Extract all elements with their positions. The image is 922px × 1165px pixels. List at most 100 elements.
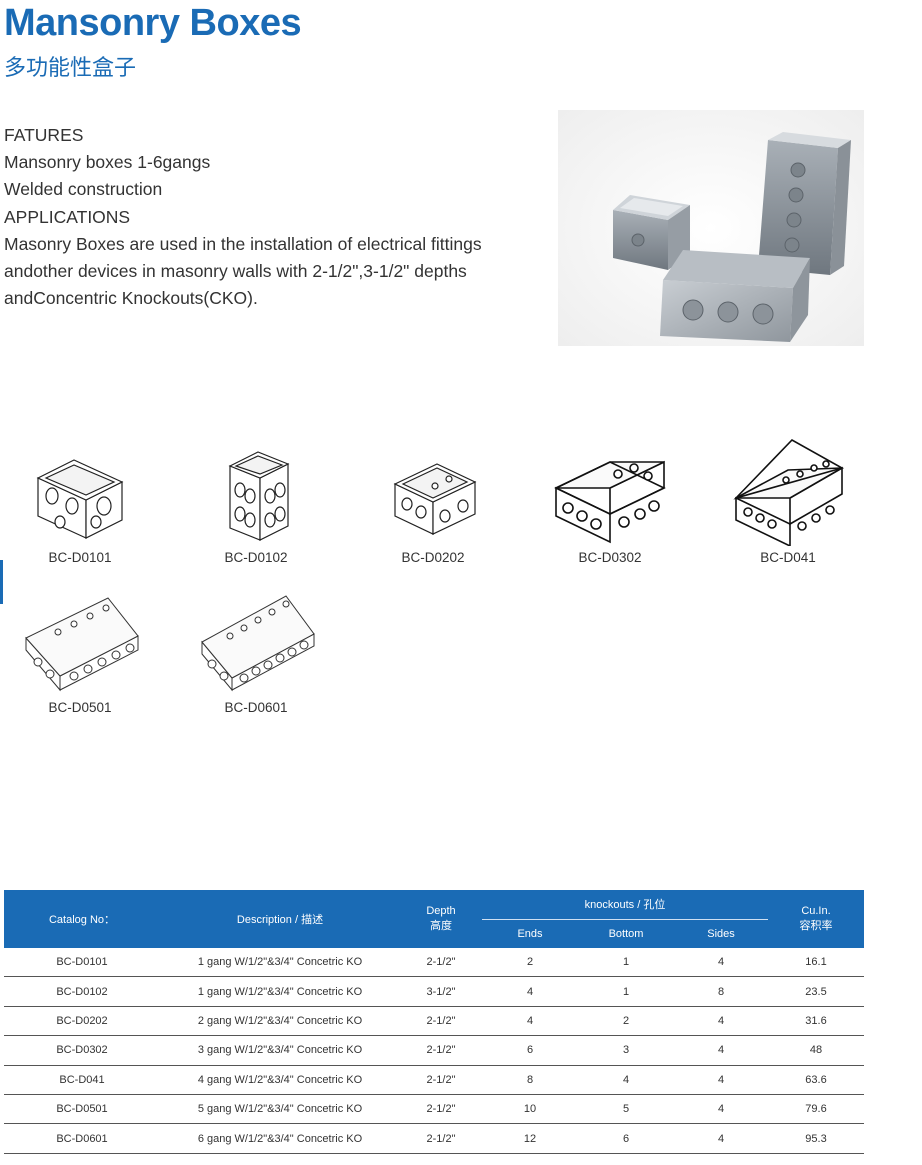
cell-sides: 4 xyxy=(674,1123,768,1154)
box-1-gang-deep-drawing xyxy=(228,451,290,541)
cell-catalog: BC-D0101 xyxy=(4,948,160,978)
cell-description: 3 gang W/1/2"&3/4" Concetric KO xyxy=(160,1035,400,1066)
cell-description: 5 gang W/1/2"&3/4" Concetric KO xyxy=(160,1094,400,1125)
cell-depth: 2-1/2" xyxy=(400,1006,482,1037)
box-6-gang-drawing xyxy=(201,595,315,692)
cell-description: 1 gang W/1/2"&3/4" Concetric KO xyxy=(160,948,400,978)
masonry-boxes-photo xyxy=(558,110,864,346)
cell-depth: 2-1/2" xyxy=(400,1065,482,1095)
cell-ends: 8 xyxy=(482,1065,578,1095)
product-bc-d0101: BC-D0101 xyxy=(10,438,150,565)
cell-cuin: 48 xyxy=(768,1035,864,1066)
product-label: BC-D041 xyxy=(760,550,816,565)
cell-cuin: 95.3 xyxy=(768,1123,864,1154)
box-2-gang-drawing xyxy=(393,463,477,535)
product-bc-d0302: BC-D0302 xyxy=(540,438,680,565)
feature-line: Welded construction xyxy=(4,179,163,200)
col-header-depth: Depth 高度 xyxy=(400,890,482,948)
product-label: BC-D0302 xyxy=(578,550,642,565)
cell-catalog: BC-D0601 xyxy=(4,1123,160,1154)
box-1-gang-drawing xyxy=(36,459,124,539)
box-3-gang-drawing xyxy=(554,460,666,544)
col-header-bottom: Bottom xyxy=(578,919,674,948)
application-line: andConcentric Knockouts(CKO). xyxy=(4,288,258,309)
product-bc-d0202: BC-D0202 xyxy=(363,438,503,565)
page-edge-marker xyxy=(0,560,3,604)
features-heading: FATURES xyxy=(4,125,84,145)
cell-depth: 2-1/2" xyxy=(400,1123,482,1154)
spec-table: Catalog No： Description / 描述 Depth 高度 kn… xyxy=(4,890,864,1154)
cell-sides: 4 xyxy=(674,1094,768,1125)
cuin-label: Cu.In. xyxy=(801,905,831,917)
cell-depth: 2-1/2" xyxy=(400,1094,482,1125)
box-5-gang-drawing xyxy=(25,597,139,692)
cell-description: 2 gang W/1/2"&3/4" Concetric KO xyxy=(160,1006,400,1037)
product-label: BC-D0501 xyxy=(48,700,112,715)
product-label: BC-D0101 xyxy=(48,550,112,565)
application-line: andother devices in masonry walls with 2… xyxy=(4,261,467,282)
depth-label-cn: 高度 xyxy=(430,920,452,932)
cell-cuin: 16.1 xyxy=(768,948,864,978)
cell-bottom: 6 xyxy=(578,1123,674,1154)
cell-ends: 4 xyxy=(482,976,578,1007)
col-header-description: Description / 描述 xyxy=(160,890,400,948)
product-bc-d0601: BC-D0601 xyxy=(186,592,326,715)
applications-heading: APPLICATIONS xyxy=(4,206,131,227)
cell-catalog: BC-D0501 xyxy=(4,1094,160,1125)
features-block: FATURES Mansonry boxes 1-6gangs Welded c… xyxy=(4,122,544,312)
application-line: Masonry Boxes are used in the installati… xyxy=(4,233,482,254)
product-bc-d0102: BC-D0102 xyxy=(186,438,326,565)
product-label: BC-D0601 xyxy=(224,700,288,715)
cell-ends: 10 xyxy=(482,1094,578,1125)
product-bc-d041: BC-D041 xyxy=(718,438,858,565)
col-header-sides: Sides xyxy=(674,919,768,948)
cell-depth: 3-1/2" xyxy=(400,976,482,1007)
cell-depth: 2-1/2" xyxy=(400,1035,482,1066)
page-title: Mansonry Boxes xyxy=(4,2,302,44)
col-header-catalog: Catalog No： xyxy=(4,890,160,948)
cell-bottom: 1 xyxy=(578,976,674,1007)
cell-catalog: BC-D0302 xyxy=(4,1035,160,1066)
cell-description: 4 gang W/1/2"&3/4" Concetric KO xyxy=(160,1065,400,1095)
cell-cuin: 31.6 xyxy=(768,1006,864,1037)
cell-ends: 4 xyxy=(482,1006,578,1037)
cell-bottom: 2 xyxy=(578,1006,674,1037)
col-header-ends: Ends xyxy=(482,919,578,948)
cell-description: 6 gang W/1/2"&3/4" Concetric KO xyxy=(160,1123,400,1154)
cell-sides: 4 xyxy=(674,1006,768,1037)
cuin-label-cn: 容积率 xyxy=(799,920,833,932)
cell-ends: 2 xyxy=(482,948,578,978)
cell-sides: 4 xyxy=(674,1035,768,1066)
cell-bottom: 4 xyxy=(578,1065,674,1095)
cell-catalog: BC-D0202 xyxy=(4,1006,160,1037)
cell-ends: 6 xyxy=(482,1035,578,1066)
product-bc-d0501: BC-D0501 xyxy=(10,592,150,715)
cell-description: 1 gang W/1/2"&3/4" Concetric KO xyxy=(160,976,400,1007)
cell-depth: 2-1/2" xyxy=(400,948,482,978)
cell-sides: 8 xyxy=(674,976,768,1007)
cell-cuin: 23.5 xyxy=(768,976,864,1007)
cell-bottom: 3 xyxy=(578,1035,674,1066)
depth-label: Depth xyxy=(426,905,456,917)
page-subtitle: 多功能性盒子 xyxy=(4,55,137,80)
cell-catalog: BC-D041 xyxy=(4,1065,160,1095)
product-label: BC-D0102 xyxy=(224,550,288,565)
cell-bottom: 1 xyxy=(578,948,674,978)
cell-catalog: BC-D0102 xyxy=(4,976,160,1007)
cell-bottom: 5 xyxy=(578,1094,674,1125)
col-header-knockouts: knockouts / 孔位 xyxy=(482,890,768,920)
cell-sides: 4 xyxy=(674,1065,768,1095)
feature-line: Mansonry boxes 1-6gangs xyxy=(4,152,211,173)
col-header-cuin: Cu.In. 容积率 xyxy=(768,890,864,948)
box-4-gang-drawing xyxy=(733,439,845,546)
cell-ends: 12 xyxy=(482,1123,578,1154)
product-label: BC-D0202 xyxy=(401,550,465,565)
cell-cuin: 79.6 xyxy=(768,1094,864,1125)
cell-sides: 4 xyxy=(674,948,768,978)
